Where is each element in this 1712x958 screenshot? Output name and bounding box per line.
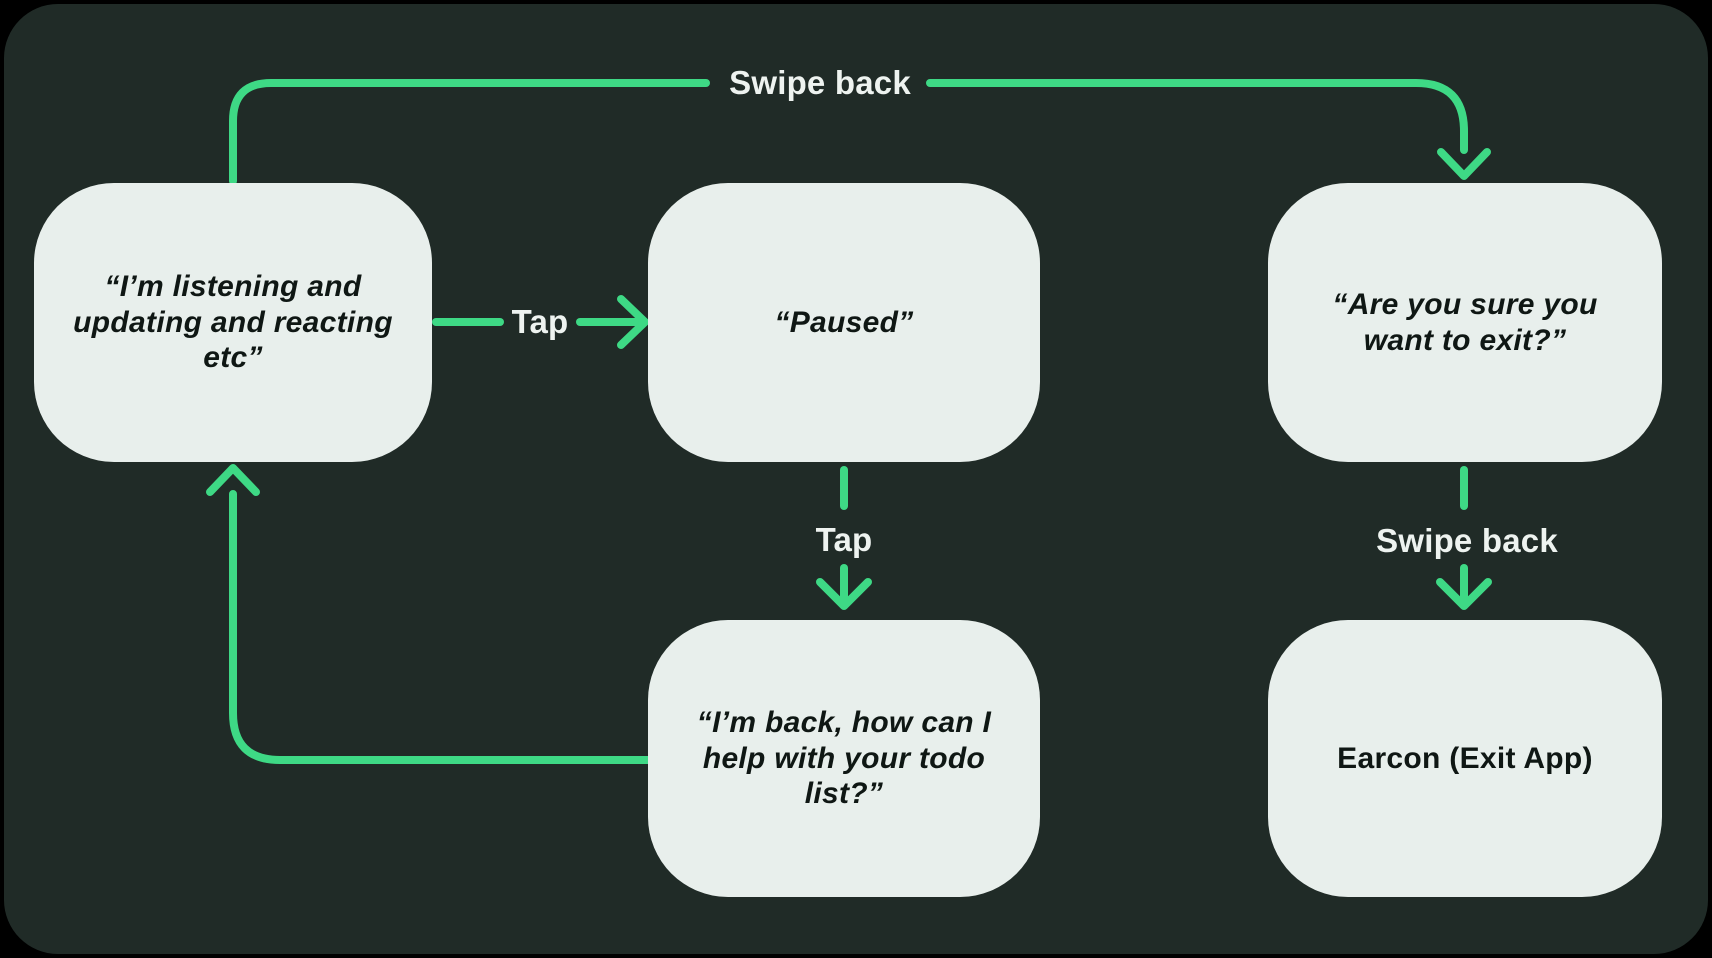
node-paused-text: “Paused” (774, 305, 914, 339)
arrowhead-up-icon (206, 464, 260, 496)
edge-label-swipe-back-exit: Swipe back (1376, 522, 1558, 559)
node-back-text: “I’m back, how can I help with your todo… (696, 706, 992, 811)
edge-loop-return (206, 464, 654, 764)
node-exit-confirm-text: “Are you sure you want to exit?” (1332, 288, 1598, 357)
edge-line (229, 79, 710, 185)
edge-swipe-back-exit (1436, 466, 1492, 610)
edge-label-tap-pause: Tap (511, 303, 569, 340)
edge-tap-pause (432, 295, 649, 349)
node-paused: “Paused” (648, 183, 1040, 462)
edge-line (229, 490, 654, 764)
arrowhead-down-icon (816, 578, 872, 610)
node-listening: “I’m listening and updating and reacting… (34, 183, 432, 462)
node-back: “I’m back, how can I help with your todo… (648, 620, 1040, 897)
edge-label-tap-resume: Tap (815, 521, 873, 558)
arrowhead-right-icon (617, 295, 649, 349)
edge-swipe-back-top (229, 79, 1491, 185)
edge-label-swipe-back-top: Swipe back (729, 64, 911, 101)
edge-line (926, 79, 1468, 154)
arrowhead-down-icon (1437, 148, 1491, 180)
node-earcon-exit-text: Earcon (Exit App) (1337, 741, 1593, 775)
edge-tap-resume (816, 466, 872, 610)
node-listening-text: “I’m listening and updating and reacting… (73, 270, 393, 375)
node-exit-confirm: “Are you sure you want to exit?” (1268, 183, 1662, 462)
node-earcon-exit: Earcon (Exit App) (1268, 620, 1662, 897)
arrowhead-down-icon (1436, 578, 1492, 610)
